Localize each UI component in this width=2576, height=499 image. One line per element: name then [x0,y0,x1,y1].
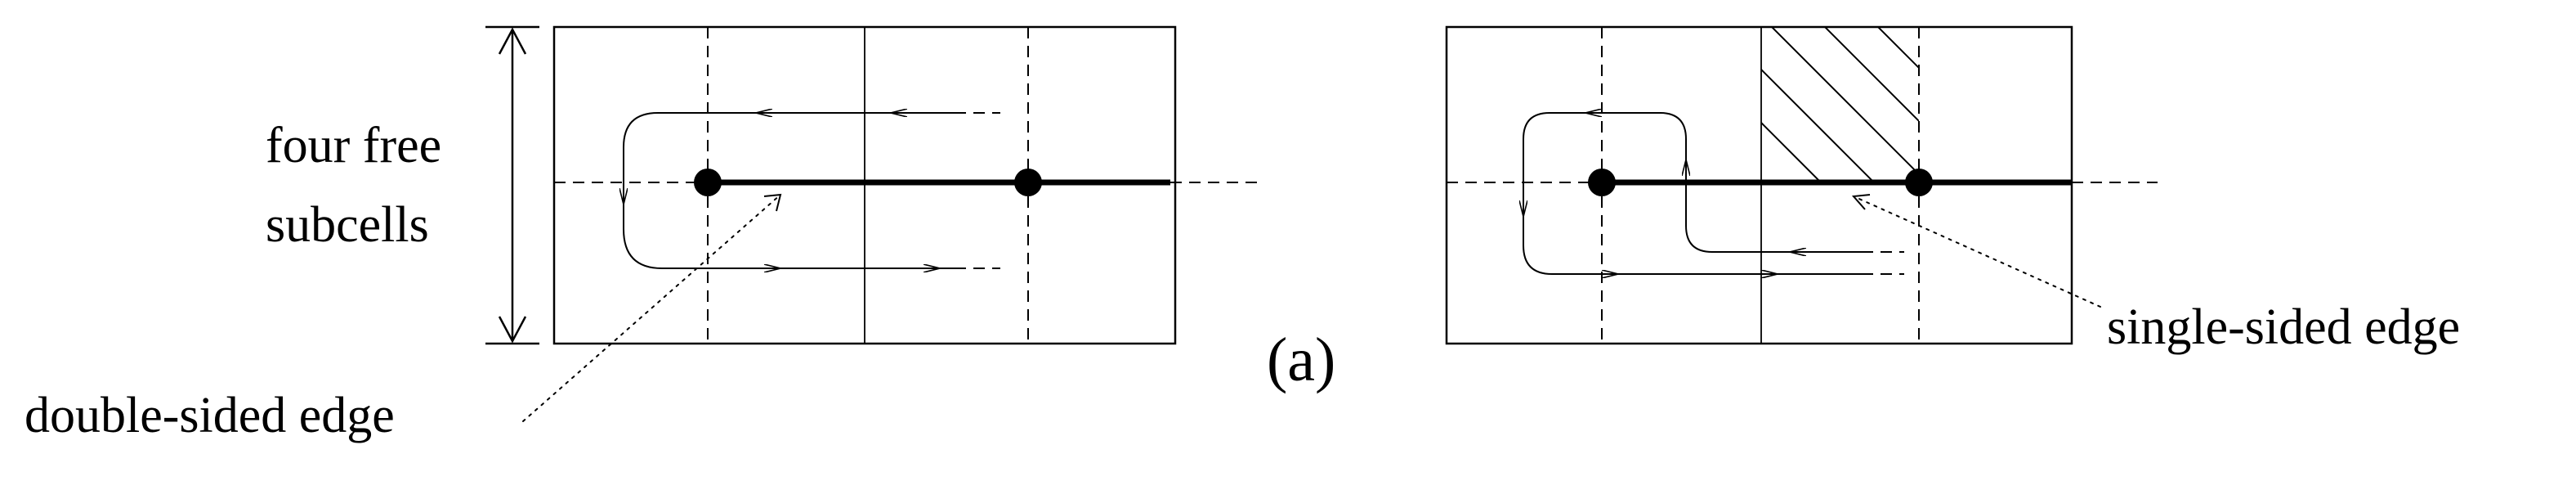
right-node-1 [1588,169,1616,196]
four-free-label-line2: subcells [266,197,429,253]
four-free-label-line1: four free [266,118,441,173]
left-coverage-path [623,112,955,269]
single-sided-edge-label: single-sided edge [2107,299,2460,355]
height-dimension-line [485,25,539,345]
blocked-subcell-hatch [1761,27,1919,182]
right-coverage-path [1523,112,1862,275]
right-panel: single-sided edge [1445,25,2460,355]
left-direction-arrows [624,113,940,268]
panel-tag: (a) [1267,326,1335,394]
double-sided-edge-pointer [522,194,781,422]
double-sided-edge-pointer-head [763,193,782,212]
left-node-2 [1014,169,1042,196]
right-direction-arrows [1523,113,1818,274]
right-node-2 [1905,169,1933,196]
left-panel: four free subcells [25,25,1259,443]
single-sided-edge-pointer-head [1851,194,1871,210]
left-coverage-dashed-tails [955,112,1000,269]
left-node-1 [694,169,722,196]
right-coverage-dashed-tails [1862,251,1904,275]
double-sided-edge-label: double-sided edge [25,388,395,443]
